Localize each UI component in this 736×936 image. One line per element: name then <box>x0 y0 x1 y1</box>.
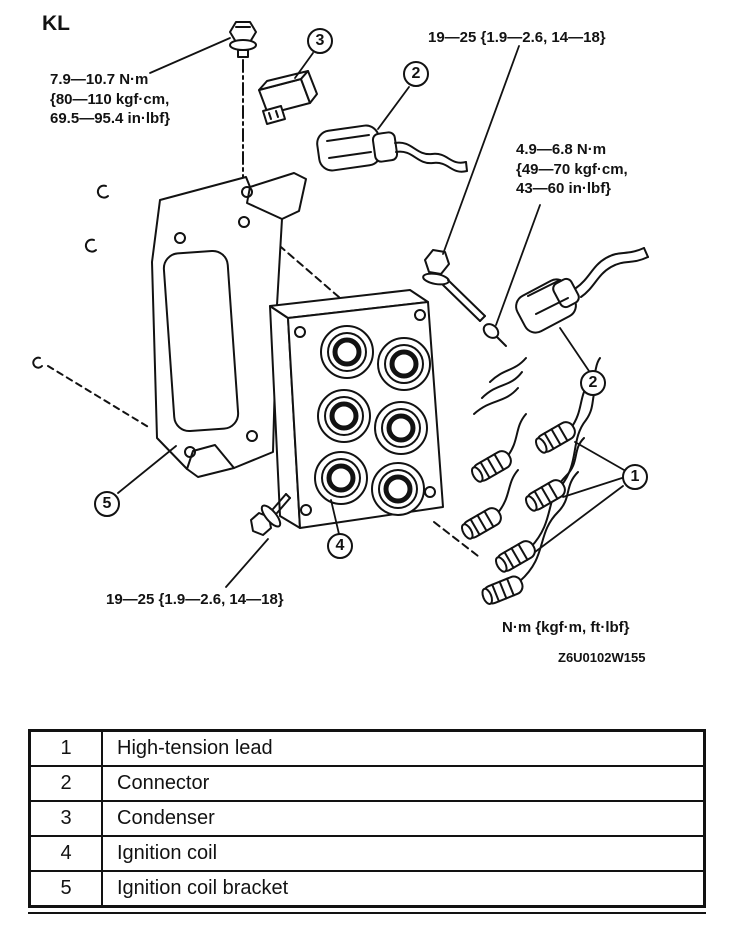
bracket-bolt-lower-shape <box>250 493 291 536</box>
legend-table: 1 High-tension lead 2 Connector 3 Conden… <box>28 729 706 914</box>
connector-top-shape <box>316 124 468 173</box>
legend-item-number: 4 <box>31 837 103 870</box>
coil-bracket-shape <box>32 172 307 478</box>
callout-3: 3 <box>307 28 333 54</box>
table-row: 1 High-tension lead <box>31 732 703 767</box>
connector-screw-shape <box>482 323 507 347</box>
exploded-view-drawing <box>32 21 649 608</box>
legend-item-label: Connector <box>117 772 210 794</box>
assembly-dash-line <box>47 365 151 429</box>
ignition-coil-shape <box>269 289 444 529</box>
connector-right-shape <box>515 247 649 334</box>
table-row: 2 Connector <box>31 767 703 802</box>
legend-item-label: Condenser <box>117 807 215 829</box>
callout-5: 5 <box>94 491 120 517</box>
legend-item-label: Ignition coil bracket <box>117 877 289 899</box>
legend-item-label: Ignition coil <box>117 842 218 864</box>
legend-item-number: 3 <box>31 802 103 835</box>
legend-item-number: 1 <box>31 732 103 765</box>
table-row: 3 Condenser <box>31 802 703 837</box>
torque-spec-connector-screw: 4.9—6.8 N·m {49—70 kgf·cm, 43—60 in·lbf} <box>516 141 628 197</box>
legend-item-number: 2 <box>31 767 103 800</box>
legend-item-number: 5 <box>31 872 103 905</box>
callout-2-top: 2 <box>403 61 429 87</box>
high-tension-leads-shape <box>458 357 601 608</box>
condenser-bolt-shape <box>229 21 257 58</box>
callout-1: 1 <box>622 464 648 490</box>
coil-towers <box>314 325 431 516</box>
torque-spec-condenser-bolt: 7.9—10.7 N·m {80—110 kgf·cm, 69.5—95.4 i… <box>50 71 171 127</box>
callout-2-right: 2 <box>580 370 606 396</box>
callout-4: 4 <box>327 533 353 559</box>
torque-spec-lower-bolt: 19—25 {1.9—2.6, 14—18} <box>106 591 284 608</box>
figure-code: Z6U0102W155 <box>558 650 646 665</box>
units-note: N·m {kgf·m, ft·lbf} <box>502 619 630 636</box>
engine-code-label: KL <box>42 12 70 35</box>
torque-spec-upper-bolt: 19—25 {1.9—2.6, 14—18} <box>428 29 606 46</box>
leader-lines <box>117 37 625 588</box>
legend-item-label: High-tension lead <box>117 737 273 759</box>
table-row: 5 Ignition coil bracket <box>31 872 703 905</box>
coil-bolt-upper-shape <box>422 249 486 322</box>
table-row: 4 Ignition coil <box>31 837 703 872</box>
assembly-dash-line <box>433 521 479 557</box>
condenser-shape <box>258 70 318 125</box>
